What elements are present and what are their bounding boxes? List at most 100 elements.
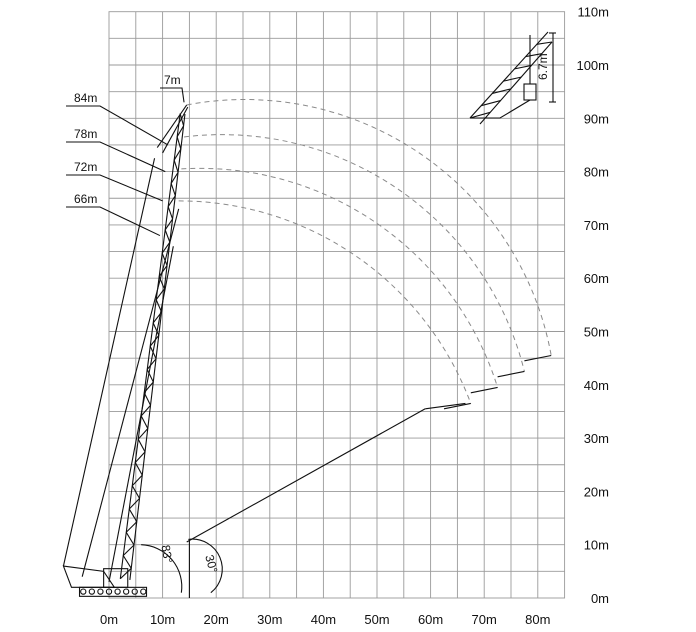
main-boom-angle-arc: [141, 544, 183, 593]
boom-lacing: [125, 531, 135, 546]
boom-lacing: [158, 265, 168, 277]
x-tick-label: 70m: [472, 612, 497, 627]
x-tick-label: 60m: [418, 612, 443, 627]
boom-lacing: [146, 369, 154, 383]
x-tick-label: 20m: [204, 612, 229, 627]
fly-jib-left: [156, 104, 188, 148]
inset-jib-lacing: [525, 53, 542, 58]
fly-jib-right: [162, 106, 189, 154]
crawler-roller: [88, 588, 95, 595]
boom-lacing: [170, 183, 176, 196]
crawler-roller: [114, 588, 121, 595]
backstay-line-inner: [81, 208, 180, 577]
boom-lacing: [134, 462, 143, 476]
boom-lacing: [128, 508, 138, 522]
boom-lacing: [134, 451, 146, 463]
boom-lacing: [155, 288, 165, 300]
inset-jib-upper: [469, 31, 549, 119]
grid: [108, 11, 566, 599]
boom-length-labels: 84m 78m 72m 66m: [74, 91, 97, 206]
cab: [103, 568, 129, 588]
y-tick-label: 30m: [584, 431, 609, 446]
x-tick-label: 10m: [150, 612, 175, 627]
boom-lacing: [167, 206, 174, 220]
boom-lacing: [140, 415, 149, 429]
boom-lacing: [125, 521, 138, 533]
boom-lacing: [146, 358, 157, 370]
boom-lacing: [161, 241, 171, 254]
boom-length-leader: [66, 141, 166, 173]
crawler-roller: [105, 588, 113, 595]
jib-end-position: [470, 386, 498, 394]
boom-lacing: [161, 252, 168, 266]
boom-lacing: [176, 125, 185, 138]
jib-luffing-arc: [178, 200, 472, 404]
jib-luffing-arc: [181, 167, 499, 388]
jib-length-label: 7m: [164, 73, 181, 87]
y-tick-label: 80m: [584, 165, 609, 180]
inset-height-label: 6.7m: [536, 53, 550, 80]
boom-length-label: 72m: [74, 160, 97, 174]
x-tick-label: 80m: [525, 612, 550, 627]
inset-jib-lower: [479, 41, 553, 125]
jib-luffing-arcs: [178, 99, 552, 404]
inset-jib-lacing: [469, 111, 491, 119]
inset-jib-lacing: [503, 76, 522, 82]
x-tick-label: 0m: [100, 612, 118, 627]
jib-inset-figure: 6.7m: [469, 31, 556, 125]
boom-lacing: [179, 113, 185, 126]
jib-luffing-arc: [183, 134, 525, 372]
low-boom-line: [186, 408, 426, 543]
low-boom-end: [425, 402, 466, 410]
crawler-roller: [97, 588, 104, 595]
jib-offset-angle-arc: [188, 538, 223, 594]
y-tick-label: 50m: [584, 325, 609, 340]
boom-lacing: [176, 136, 182, 150]
boom-length-label: 66m: [74, 192, 97, 206]
boom-lacing: [164, 229, 171, 243]
inset-jib-lacing: [536, 41, 553, 45]
boom-lacing: [173, 159, 179, 173]
crawler-roller: [123, 588, 130, 595]
boom-lacing: [137, 428, 149, 440]
boom-lacing: [122, 544, 135, 556]
inset-jib-lacing: [514, 64, 532, 70]
y-tick-label: 40m: [584, 378, 609, 393]
jib-end-position: [443, 402, 471, 410]
crawler-roller: [140, 588, 147, 595]
y-tick-label: 110m: [577, 5, 609, 20]
main-boom-angle-label: 83°: [158, 544, 175, 565]
jib-luffing-arc: [186, 99, 552, 356]
boom-length-leader: [66, 174, 163, 202]
boom-lacing: [173, 148, 182, 161]
boom-lacing: [119, 567, 132, 580]
boom-lacing: [137, 438, 146, 453]
boom-lacing: [131, 474, 143, 487]
y-tick-label: 0m: [591, 591, 609, 606]
boom-lacing: [128, 498, 140, 510]
boom-lacing: [164, 218, 174, 231]
inset-jib-lacing: [481, 100, 501, 107]
boom-length-label: 78m: [74, 127, 97, 141]
y-tick-label: 60m: [584, 271, 609, 286]
inset-stay: [470, 99, 531, 119]
boom-lacing: [140, 404, 152, 417]
y-tick-label: 90m: [584, 111, 609, 126]
y-tick-label: 10m: [584, 538, 609, 553]
crane-lines: [62, 87, 552, 598]
boom-lacing: [152, 322, 160, 336]
boom-length-leader: [66, 206, 161, 237]
pendant-line: [108, 246, 174, 583]
boom-chord-right: [129, 114, 186, 580]
x-tick-label: 50m: [364, 612, 389, 627]
boom-lacing: [122, 555, 132, 569]
y-tick-label: 100m: [576, 58, 609, 73]
boom-lacing: [149, 335, 160, 347]
jib-end-position: [524, 354, 552, 362]
boom-lacing: [170, 172, 179, 184]
y-tick-label: 70m: [584, 218, 609, 233]
inset-hook-block: [523, 83, 537, 101]
